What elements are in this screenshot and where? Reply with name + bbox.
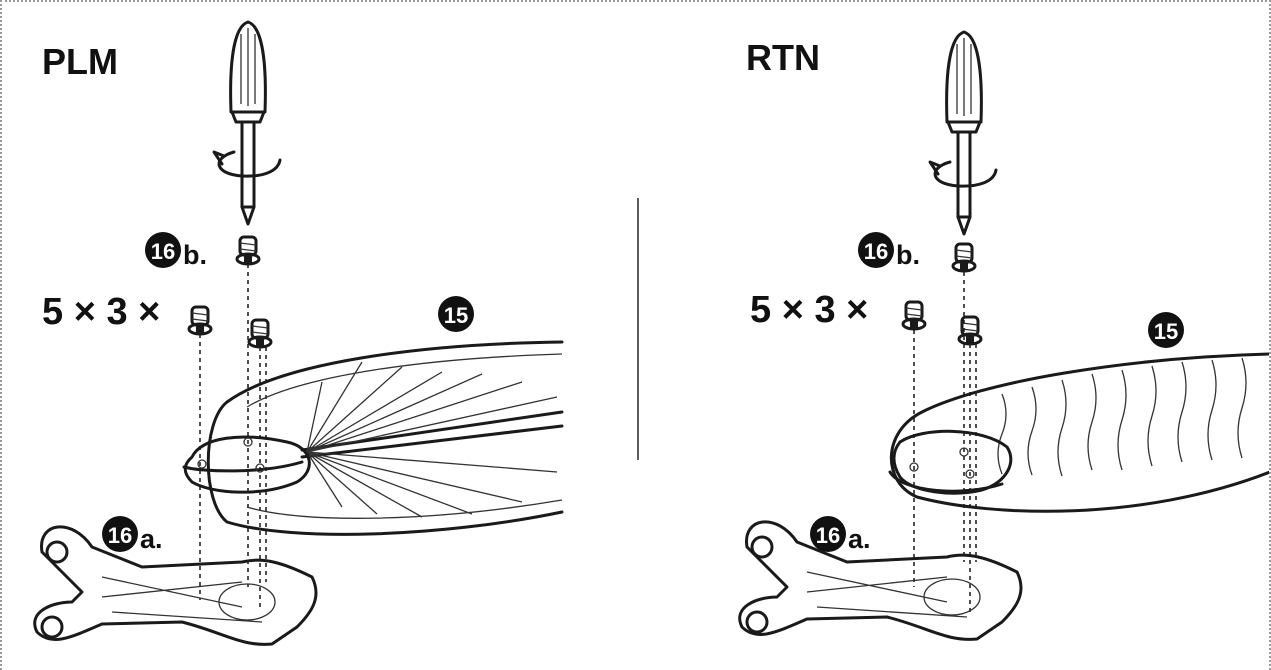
- panel-rtn: RTN 16 b. 5 × 3 × 15: [738, 30, 1269, 641]
- panel-title: RTN: [746, 37, 820, 78]
- svg-text:16: 16: [108, 523, 132, 548]
- badge-16a: 16 a.: [102, 516, 163, 554]
- svg-text:16: 16: [864, 239, 888, 264]
- svg-text:b.: b.: [183, 240, 207, 270]
- alignment-guides: [913, 272, 977, 612]
- mounting-bracket: [33, 525, 318, 646]
- svg-text:a.: a.: [848, 524, 871, 554]
- screw-icon: [951, 242, 977, 273]
- screw-icon: [901, 300, 927, 331]
- svg-text:15: 15: [1154, 319, 1178, 344]
- svg-text:a.: a.: [140, 524, 163, 554]
- svg-text:15: 15: [444, 303, 468, 328]
- screwdriver-icon: [212, 20, 282, 226]
- svg-text:b.: b.: [896, 240, 920, 270]
- svg-text:16: 16: [816, 523, 840, 548]
- screw-icon: [235, 235, 261, 266]
- badge-15: 15: [1148, 312, 1184, 348]
- panel-plm: PLM 16 b. 5 × 3 ×: [33, 20, 564, 646]
- quantity-label: 5 × 3 ×: [42, 291, 160, 333]
- alignment-guides: [199, 264, 267, 608]
- screw-icon: [247, 318, 273, 349]
- badge-15: 15: [438, 296, 474, 332]
- mounting-bracket: [738, 520, 1023, 641]
- panel-title: PLM: [42, 41, 118, 82]
- badge-16b: 16 b.: [145, 232, 207, 270]
- badge-16a: 16 a.: [810, 516, 871, 554]
- screwdriver-icon: [928, 30, 998, 236]
- quantity-label: 5 × 3 ×: [750, 289, 868, 331]
- screw-icon: [187, 305, 213, 336]
- fan-blade: [888, 352, 1269, 513]
- svg-text:16: 16: [151, 239, 175, 264]
- badge-16b: 16 b.: [858, 232, 920, 270]
- fan-blade: [182, 340, 564, 536]
- screw-icon: [957, 315, 983, 346]
